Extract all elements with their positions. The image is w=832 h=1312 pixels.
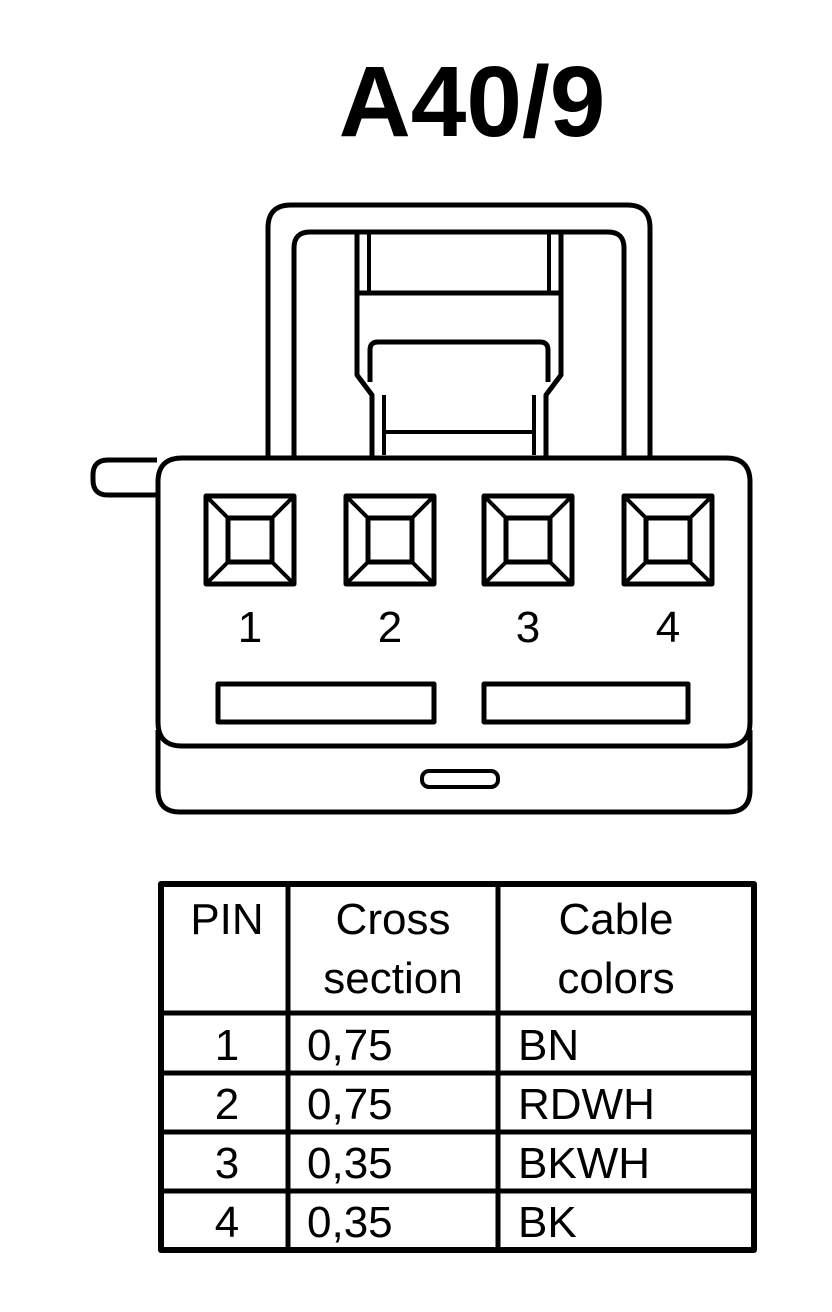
pin-cavity-bevel [548,560,574,586]
connector-base [155,730,753,815]
pin-cavity-outer [343,493,437,587]
table-row-1-color: BN [518,1021,579,1070]
pin-cavity-bevel [548,494,574,520]
pin-cavity-bevel [410,494,436,520]
pin-cavity-1 [203,493,297,587]
pin-cavity-bevel [270,560,296,586]
table-row-2-pin: 2 [215,1080,239,1129]
pin-cavity-bevel [622,494,648,520]
pin-number-4: 4 [656,603,680,652]
connector-latch [265,202,653,460]
pin-number-2: 2 [378,603,402,652]
table-row-2-color: RDWH [518,1080,655,1129]
table-row-4-color: BK [518,1198,577,1247]
pin-cavity-outer [481,493,575,587]
connector-slot-left [215,681,437,725]
table-row-4-cross: 0,35 [307,1198,393,1247]
pin-cavity-3 [481,493,575,587]
connector-body [155,455,753,749]
pin-number-3: 3 [516,603,540,652]
table-header-color-line1: Cable [559,895,674,944]
pin-cavity-inner [225,515,275,565]
connector-side-tab [90,457,157,498]
pin-cavities [203,493,715,587]
table-header-color-line2: colors [557,954,674,1003]
connector-title: A40/9 [339,46,606,158]
pin-cavity-bevel [688,494,714,520]
pin-cavity-bevel [270,494,296,520]
pin-cavity-bevel [482,494,508,520]
pin-cavity-bevel [622,560,648,586]
table-row-1-pin: 1 [215,1021,239,1070]
table-row-2-cross: 0,75 [307,1080,393,1129]
connector-slot-right [481,681,691,725]
table-row-3-color: BKWH [518,1139,650,1188]
pin-cavity-4 [621,493,715,587]
pin-table: PIN Cross section Cable colors 1 0,75 BN… [158,881,757,1253]
table-row-1-cross: 0,75 [307,1021,393,1070]
pin-cavity-2 [343,493,437,587]
pin-cavity-bevel [344,560,370,586]
pin-cavity-bevel [482,560,508,586]
pin-cavity-outer [203,493,297,587]
table-header-cross-line2: section [323,954,462,1003]
pin-cavity-outer [621,493,715,587]
pin-number-1: 1 [238,603,262,652]
pin-cavity-inner [365,515,415,565]
pin-cavity-bevel [204,560,230,586]
table-row-3-pin: 3 [215,1139,239,1188]
pin-cavity-bevel [688,560,714,586]
pin-cavity-bevel [344,494,370,520]
pin-cavity-bevel [204,494,230,520]
pin-cavity-inner [643,515,693,565]
table-row-4-pin: 4 [215,1198,239,1247]
table-header-pin: PIN [190,895,263,944]
table-row-3-cross: 0,35 [307,1139,393,1188]
connector-bottom-slot [420,769,500,789]
table-header-cross-line1: Cross [336,895,451,944]
pin-cavity-inner [503,515,553,565]
pin-cavity-bevel [410,560,436,586]
